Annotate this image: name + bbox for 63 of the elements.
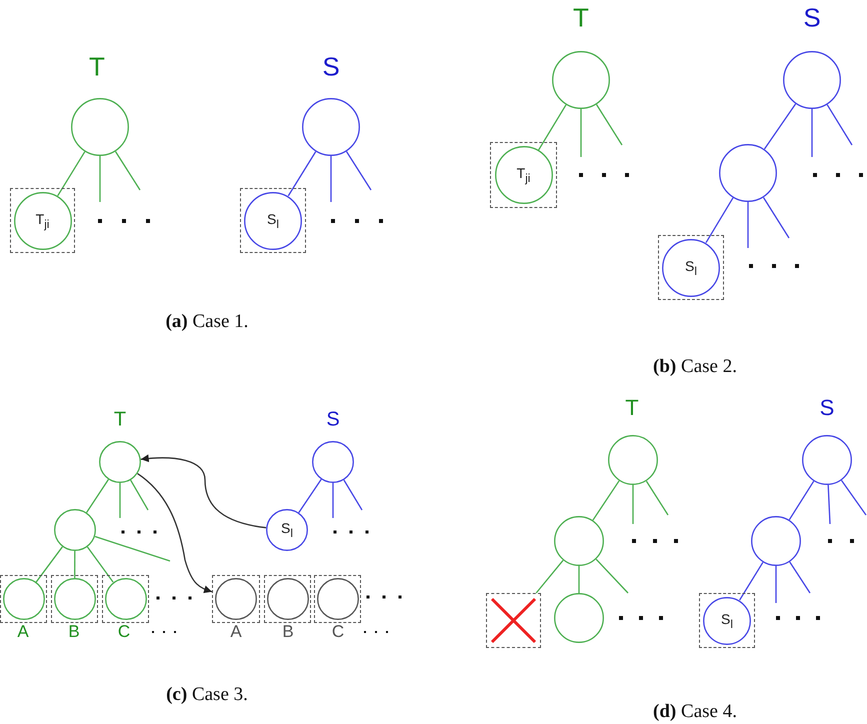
tree-edge xyxy=(789,562,811,594)
tree-edge xyxy=(840,480,867,516)
letter-label: B xyxy=(68,622,80,642)
tree-title: T xyxy=(573,2,589,34)
tree-edge xyxy=(578,566,580,593)
tree-edge xyxy=(811,109,813,157)
tree-edge xyxy=(762,197,790,238)
tree-edge xyxy=(788,480,814,520)
letter-label: C xyxy=(118,622,130,642)
tree-edge xyxy=(74,551,76,578)
tree-edge xyxy=(57,151,86,196)
node-label: S$_{l}$ xyxy=(721,610,733,630)
tree-edge xyxy=(596,104,623,146)
tree-edge xyxy=(36,546,63,583)
node-label: S$_{l}$ xyxy=(267,210,279,230)
tree-title: T xyxy=(114,408,126,432)
tree-edge xyxy=(538,104,567,151)
tree-edge xyxy=(343,480,363,510)
tree-edge xyxy=(705,197,734,244)
tree-edge xyxy=(332,483,334,518)
node-label: S$_{l}$ xyxy=(685,258,697,278)
tree-title: T xyxy=(89,52,105,82)
tree-edge xyxy=(86,479,109,513)
letter-label: C xyxy=(332,622,344,642)
tree-edge xyxy=(298,479,322,513)
tree-title: S xyxy=(326,408,340,432)
tree-edge xyxy=(632,485,634,524)
figure-caption: (c) Case 3. xyxy=(166,684,248,706)
tree-edge xyxy=(828,484,831,524)
tree-edge xyxy=(94,536,170,562)
tree-edge xyxy=(346,151,372,190)
tree-edge xyxy=(536,560,564,594)
tree-edge xyxy=(580,109,582,157)
tree-edge xyxy=(596,558,628,594)
tree-edge xyxy=(99,156,101,202)
tree-edge xyxy=(330,156,332,202)
letter-label: B xyxy=(282,622,294,642)
tree-title: S xyxy=(803,2,821,34)
tree-edge xyxy=(86,546,114,582)
figure-caption: (b) Case 2. xyxy=(653,356,737,378)
tree-edge xyxy=(775,566,777,603)
figure-caption: (a) Case 1. xyxy=(166,311,248,333)
tree-edge xyxy=(747,202,749,248)
tree-edge xyxy=(646,480,669,516)
tree-edge xyxy=(114,151,141,190)
tree-edge xyxy=(119,483,121,518)
node-label: T$_{ji}$ xyxy=(516,165,530,185)
node-label: T$_{ji}$ xyxy=(36,210,50,230)
tree-edge xyxy=(288,151,316,196)
tree-edge xyxy=(764,104,796,150)
letter-label: A xyxy=(230,622,242,642)
curved-arrow xyxy=(140,454,266,528)
letter-label: A xyxy=(17,622,29,642)
tree-edge xyxy=(826,104,853,146)
figure-caption: (d) Case 4. xyxy=(653,701,737,723)
curved-arrow xyxy=(137,473,212,594)
tree-title: S xyxy=(820,395,834,421)
tree-title: T xyxy=(625,395,639,421)
tree-edge xyxy=(739,562,764,600)
node-label: S$_{l}$ xyxy=(281,520,293,540)
tree-edge xyxy=(130,480,149,510)
tree-edge xyxy=(592,480,620,521)
tree-title: S xyxy=(322,52,340,82)
